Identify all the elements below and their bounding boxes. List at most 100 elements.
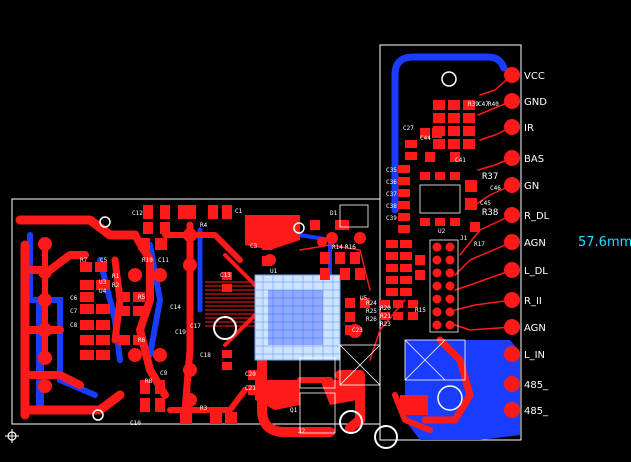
- designator-label: R2: [112, 282, 120, 289]
- pad: [320, 252, 330, 264]
- designator-label: Q1: [290, 407, 298, 414]
- designator-label: R40: [488, 101, 499, 108]
- pad: [345, 312, 355, 322]
- pad: [345, 298, 355, 308]
- designator-label: D1: [330, 210, 338, 217]
- pad: [222, 362, 232, 370]
- pad: [222, 350, 232, 358]
- mounting-hole: [437, 385, 463, 411]
- pin-label: L_DL: [524, 266, 548, 277]
- pad: [420, 128, 430, 138]
- designator-label: U5: [360, 295, 368, 302]
- pad: [335, 252, 345, 264]
- pad: [80, 280, 94, 290]
- designator-label: C1: [235, 208, 243, 215]
- designator-label: C23: [352, 327, 363, 334]
- pad: [248, 370, 258, 380]
- designator-label: C20: [245, 371, 256, 378]
- mounting-hole: [92, 409, 104, 421]
- pad: [386, 240, 398, 248]
- pad: [448, 113, 460, 123]
- pad: [380, 300, 390, 308]
- designator-label: C8: [70, 322, 78, 329]
- connector-pin: [504, 119, 520, 135]
- pad: [248, 385, 258, 395]
- top-trace: [162, 232, 243, 263]
- mounting-holes[interactable]: [5, 71, 463, 449]
- pad: [433, 113, 445, 123]
- pad: [355, 268, 365, 280]
- designator-label: C17: [190, 323, 201, 330]
- designator-label: R3: [200, 405, 208, 412]
- pad: [415, 255, 425, 265]
- ic-u1-qfp[interactable]: [254, 274, 341, 361]
- connector-pin: [504, 319, 520, 335]
- smd-pads[interactable]: [80, 100, 480, 424]
- designator-label: R5: [138, 294, 146, 301]
- pad: [118, 306, 130, 316]
- designator-label: U4: [99, 288, 107, 295]
- connector-labels: VCC GND IR BAS GN R_DL AGN L_DL R_II AGN…: [524, 71, 550, 417]
- designator-label: R4: [200, 222, 208, 229]
- pad: [178, 205, 196, 219]
- pad: [143, 205, 153, 219]
- pad: [155, 398, 165, 412]
- designator-label: R38: [482, 208, 498, 218]
- pad: [398, 201, 410, 209]
- hatch-region: [404, 339, 466, 381]
- pad: [400, 252, 412, 260]
- pad: [433, 100, 445, 110]
- designator-label: R7: [80, 257, 88, 264]
- designator-label: R1: [112, 273, 120, 280]
- pad: [408, 300, 418, 308]
- through-hole-pads[interactable]: [38, 228, 455, 407]
- designator-label: C6: [70, 295, 78, 302]
- bottom-copper-pour: [405, 340, 520, 440]
- designator-label: U3: [99, 279, 107, 286]
- pad: [398, 213, 410, 221]
- pad: [433, 139, 445, 149]
- pin-label: BAS: [524, 154, 544, 165]
- pad: [118, 292, 130, 302]
- pad: [463, 139, 475, 149]
- designator-label: R17: [474, 241, 485, 248]
- top-trace: [454, 324, 513, 331]
- pad: [96, 304, 110, 314]
- pin-label: GND: [524, 97, 547, 108]
- pad: [450, 172, 460, 180]
- pad: [463, 126, 475, 136]
- pad: [405, 152, 417, 160]
- pad: [420, 172, 430, 180]
- designator-label: R23: [380, 321, 391, 328]
- pad: [465, 180, 477, 192]
- q1-outline: [299, 357, 336, 389]
- pad: [386, 276, 398, 284]
- pin-label: AGN: [524, 238, 546, 249]
- pad: [96, 350, 110, 360]
- pin-label: R_DL: [524, 211, 550, 222]
- pad: [386, 252, 398, 260]
- pad: [160, 205, 170, 219]
- pad: [350, 252, 360, 264]
- pad: [140, 380, 150, 394]
- bottom-trace: [391, 53, 508, 214]
- top-trace: [454, 241, 513, 276]
- pad: [465, 198, 477, 210]
- connector-pins[interactable]: [504, 67, 520, 418]
- designator-label: R14: [332, 244, 343, 251]
- pad: [96, 280, 110, 290]
- pad: [420, 218, 430, 226]
- connector-pin: [504, 177, 520, 193]
- diode-d1-outline: [339, 204, 369, 228]
- designator-label: C11: [158, 257, 169, 264]
- designator-label: C19: [175, 329, 186, 336]
- designator-label: R26: [366, 316, 377, 323]
- pad: [222, 284, 232, 292]
- pad: [470, 222, 480, 232]
- designator-label: C47: [478, 101, 489, 108]
- designator-label: R24: [366, 300, 377, 307]
- pin-label: GN: [524, 181, 539, 192]
- designator-label: C39: [386, 215, 397, 222]
- designator-label: R21: [380, 313, 391, 320]
